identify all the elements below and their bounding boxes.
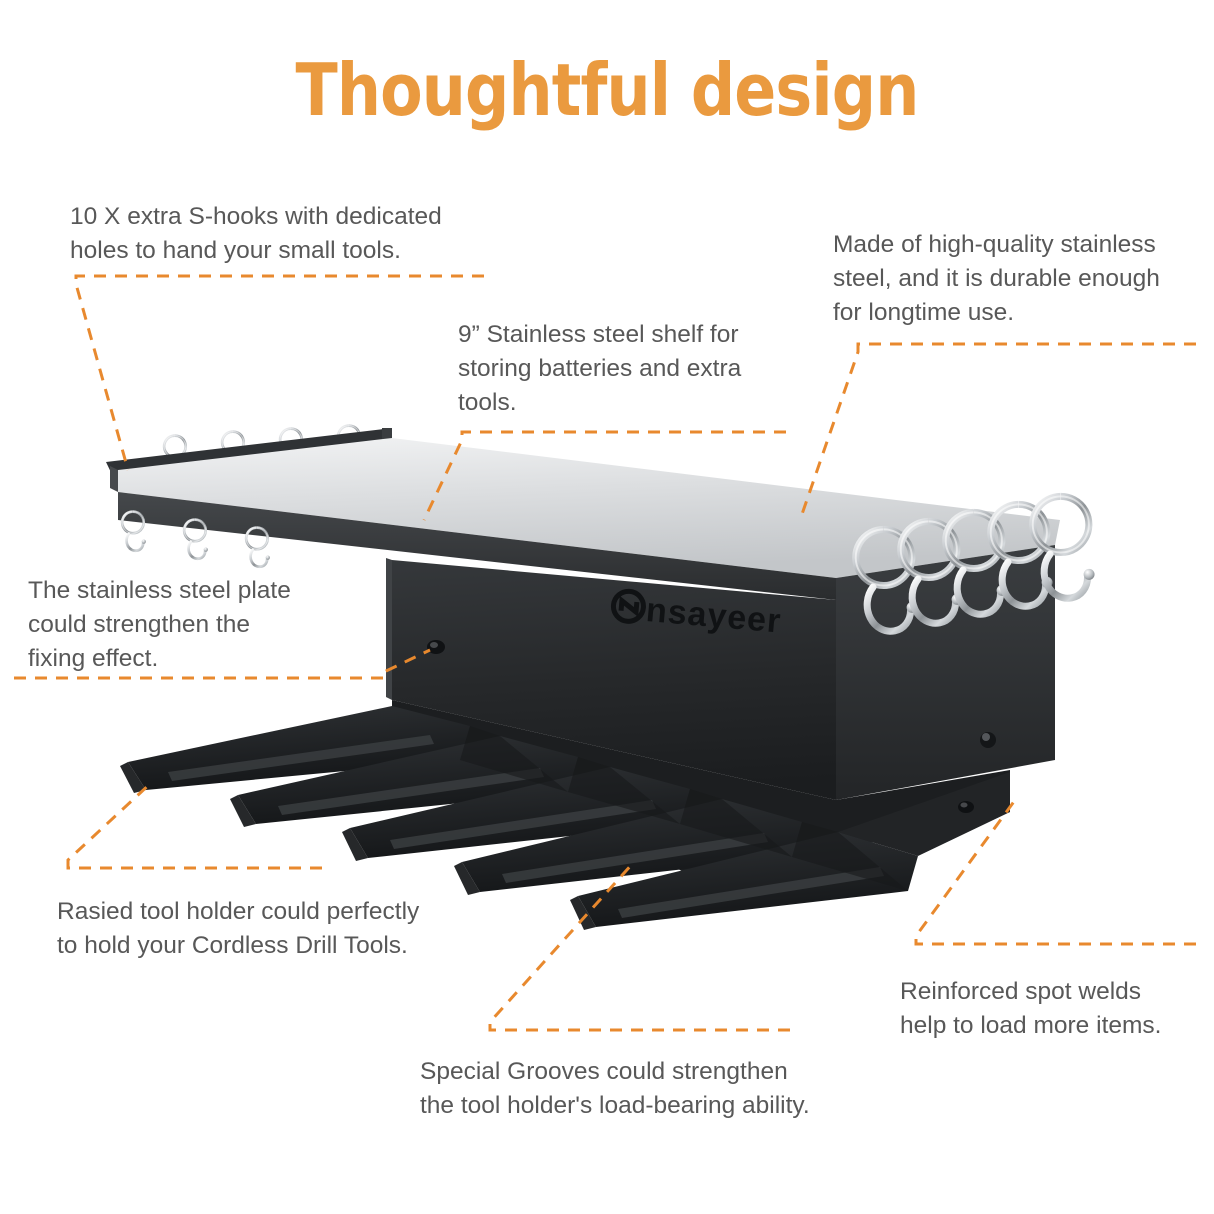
callout-s-hooks: 10 X extra S-hooks with dedicated holes …: [70, 203, 442, 264]
body-front-face: [392, 560, 836, 800]
callout-tool-holder: Rasied tool holder could perfectly to ho…: [57, 898, 420, 959]
callout-material: Made of high-quality stainless steel, an…: [833, 231, 1160, 326]
callout-plate: The stainless steel plate could strength…: [28, 577, 291, 672]
callout-shelf: 9” Stainless steel shelf for storing bat…: [458, 321, 742, 416]
body-right-panel: [836, 545, 1055, 800]
shelf-front-lip: [118, 492, 836, 600]
page-title: Thoughtful design: [295, 48, 920, 132]
callout-grooves: Special Grooves could strengthen the too…: [420, 1058, 810, 1119]
callout-spot-welds: Reinforced spot welds help to load more …: [900, 978, 1162, 1039]
